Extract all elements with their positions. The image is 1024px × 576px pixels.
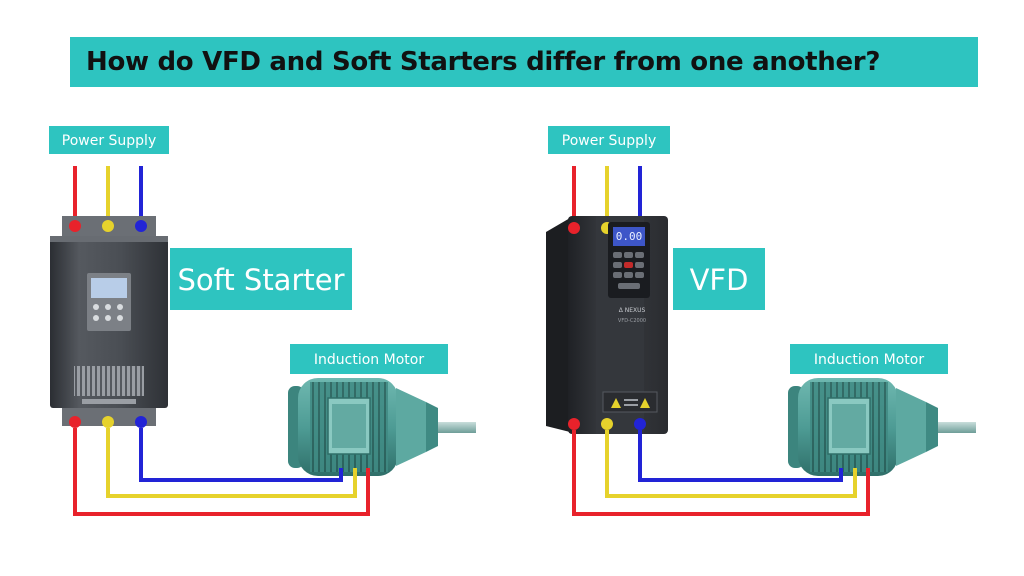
vfd-output-wire-blue	[638, 430, 843, 482]
vfd-power-label-box	[548, 126, 670, 154]
vfd-brand-text: Δ NEXUS	[619, 307, 646, 314]
soft-starter-induction-motor	[287, 377, 477, 477]
soft-starter-output-wire-yellow	[106, 428, 357, 498]
vfd-label-box	[673, 248, 765, 310]
page-title: How do VFD and Soft Starters differ from…	[86, 47, 881, 77]
vfd-motor-label-box	[790, 344, 948, 374]
soft-starter-power-label: Power Supply	[62, 133, 157, 149]
vfd-lcd-readout: 0.00	[616, 230, 643, 243]
soft-starter-output-wire-red	[73, 428, 370, 516]
soft-starter-motor-label: Induction Motor	[314, 352, 424, 368]
vfd-device: 0.00 Δ NEXUS VFD-C2000	[546, 216, 668, 434]
vfd-section: Power Supply 0.00	[546, 126, 977, 516]
vfd-induction-motor	[787, 377, 977, 477]
soft-starter-section: Power Supply	[49, 126, 477, 516]
soft-starter-output-wire-blue	[139, 428, 343, 482]
soft-starter-device	[50, 216, 168, 428]
vfd-output-wire-red	[572, 430, 870, 516]
soft-starter-power-label-box	[49, 126, 169, 154]
vfd-label: VFD	[690, 263, 749, 297]
soft-starter-motor-label-box	[290, 344, 448, 374]
vfd-motor-label: Induction Motor	[814, 352, 924, 368]
soft-starter-label: Soft Starter	[177, 263, 344, 297]
vfd-power-label: Power Supply	[562, 133, 657, 149]
soft-starter-label-box	[170, 248, 352, 310]
title-banner: How do VFD and Soft Starters differ from…	[70, 37, 978, 87]
vfd-warning-icon	[611, 398, 621, 408]
vfd-model-text: VFD-C2000	[618, 318, 646, 324]
vfd-output-wire-yellow	[605, 430, 857, 498]
vfd-warning-icon-2	[640, 398, 650, 408]
